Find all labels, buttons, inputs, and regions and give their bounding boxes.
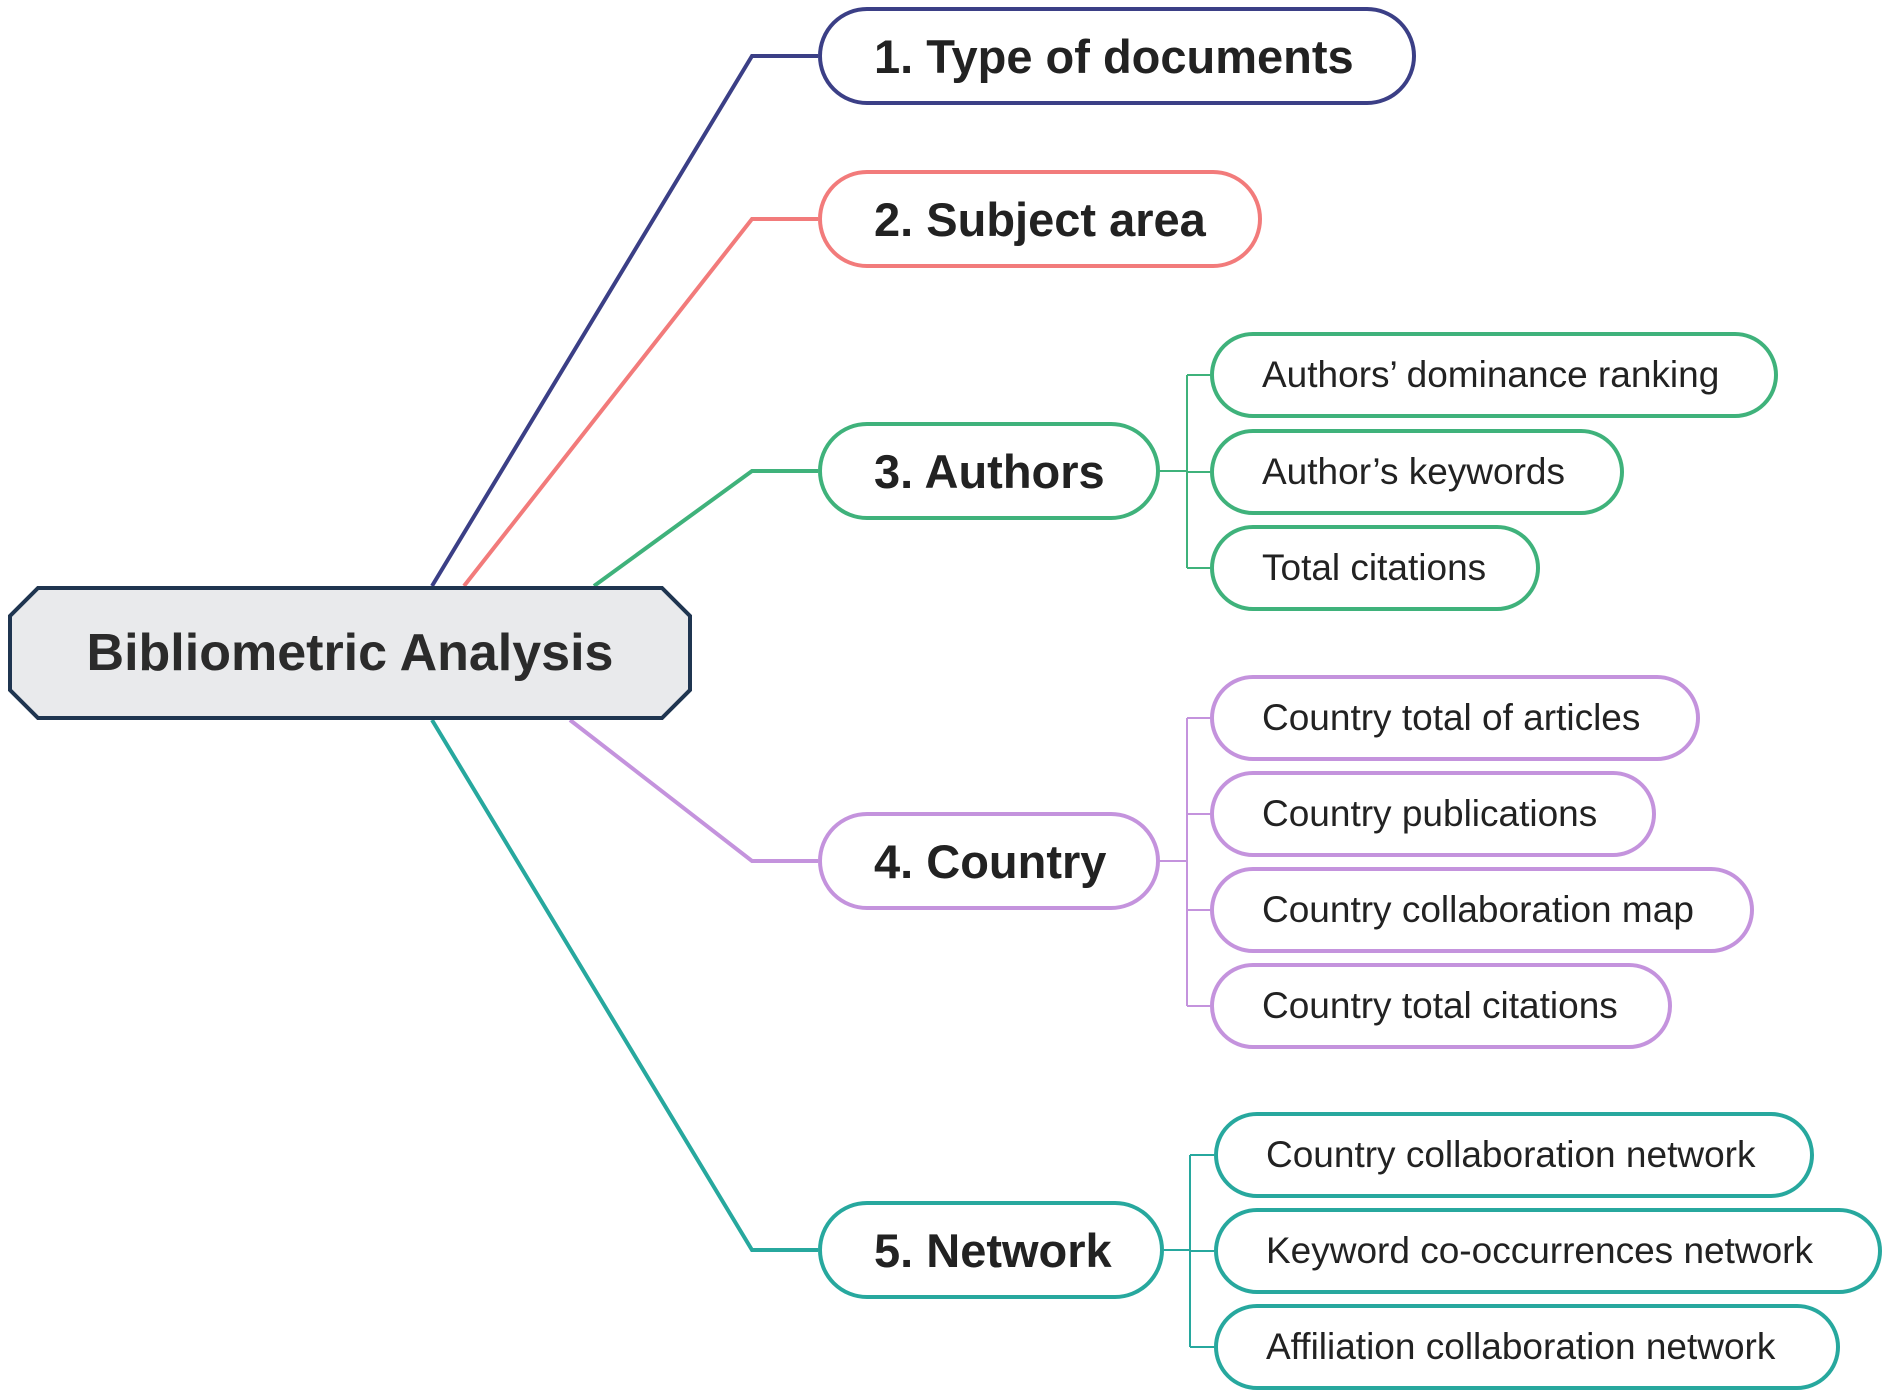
branch-type-of-documents: 1. Type of documents <box>818 7 1416 105</box>
branch-authors: 3. Authors <box>818 422 1160 520</box>
root-to-branch-connector <box>462 217 818 588</box>
leaf-country-total-citations: Country total citations <box>1210 963 1672 1049</box>
leaf-country-collaboration-network: Country collaboration network <box>1214 1112 1814 1198</box>
leaf-country-total-of-articles: Country total of articles <box>1210 675 1700 761</box>
leaf-authors-keywords: Author’s keywords <box>1210 429 1624 515</box>
root-node: Bibliometric Analysis <box>8 586 692 720</box>
root-to-branch-connector <box>568 718 818 863</box>
branch-subject-area: 2. Subject area <box>818 170 1262 268</box>
root-label: Bibliometric Analysis <box>86 624 614 682</box>
leaf-country-publications: Country publications <box>1210 771 1656 857</box>
leaf-keyword-co-occurrences-network: Keyword co-occurrences network <box>1214 1208 1882 1294</box>
root-octagon-shape <box>8 586 692 720</box>
leaf-country-collaboration-map: Country collaboration map <box>1210 867 1754 953</box>
branch-country: 4. Country <box>818 812 1160 910</box>
root-to-branch-connector <box>430 718 818 1252</box>
root-to-branch-connector <box>430 54 818 588</box>
leaf-total-citations: Total citations <box>1210 525 1540 611</box>
leaf-authors-dominance-ranking: Authors’ dominance ranking <box>1210 332 1778 418</box>
leaf-affiliation-collaboration-network: Affiliation collaboration network <box>1214 1304 1840 1390</box>
root-to-branch-connector <box>592 469 818 588</box>
branch-network: 5. Network <box>818 1201 1164 1299</box>
